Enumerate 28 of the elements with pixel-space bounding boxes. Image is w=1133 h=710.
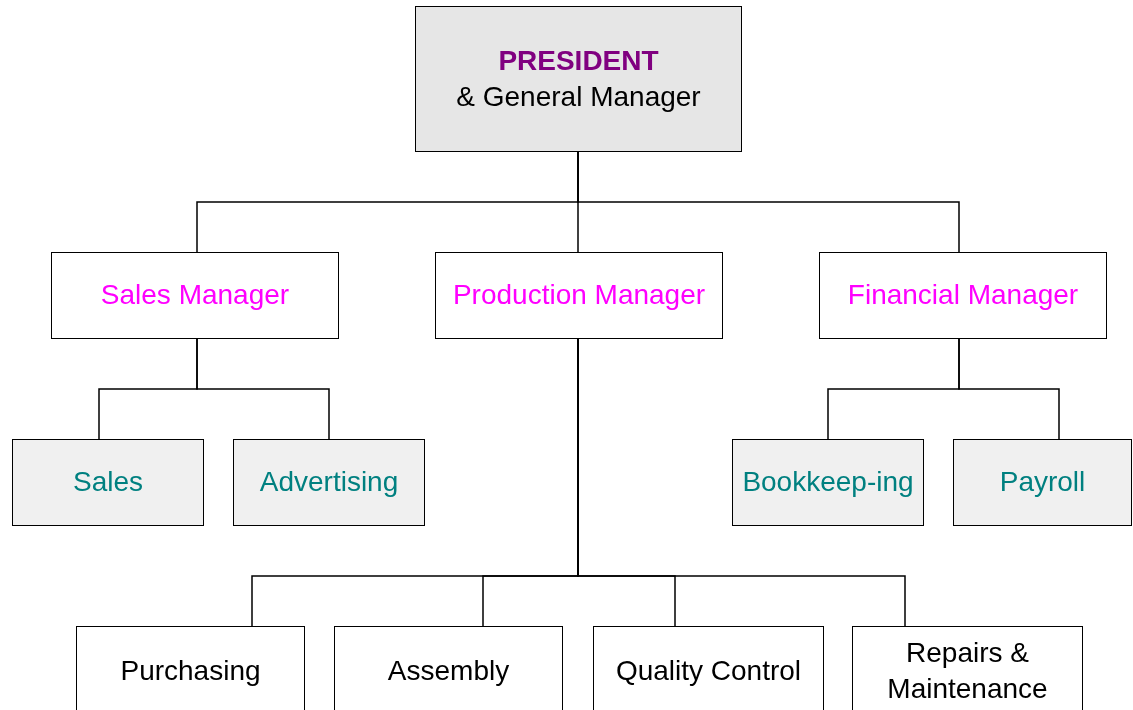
org-box	[819, 252, 1107, 339]
box-label: Bookkeep-ing	[742, 465, 914, 500]
org-box	[593, 626, 824, 710]
org-box	[76, 626, 305, 710]
box-label: Quality Control	[615, 653, 802, 688]
box-label: Financial Manager	[847, 278, 1079, 313]
box-label: Payroll	[999, 465, 1086, 500]
org-box	[852, 626, 1083, 710]
connector-line	[577, 151, 960, 253]
box-title: PRESIDENT	[498, 43, 659, 78]
box-label: Purchasing	[120, 653, 261, 688]
box-label: Assembly	[387, 653, 510, 688]
org-box	[233, 439, 425, 526]
box-label: Repairs & Maintenance	[886, 635, 1049, 706]
connector-line	[958, 338, 1060, 440]
box-label: Advertising	[259, 465, 399, 500]
org-box	[953, 439, 1132, 526]
org-box	[415, 6, 742, 152]
org-box	[435, 252, 723, 339]
box-label: Production Manager	[452, 278, 706, 313]
box-label: Sales	[72, 465, 143, 500]
org-box	[334, 626, 563, 710]
org-box	[732, 439, 924, 526]
box-label: Sales Manager	[100, 278, 290, 313]
org-box	[12, 439, 204, 526]
org-box	[51, 252, 339, 339]
box-label: & General Manager	[455, 80, 702, 114]
connector-line	[196, 338, 330, 440]
